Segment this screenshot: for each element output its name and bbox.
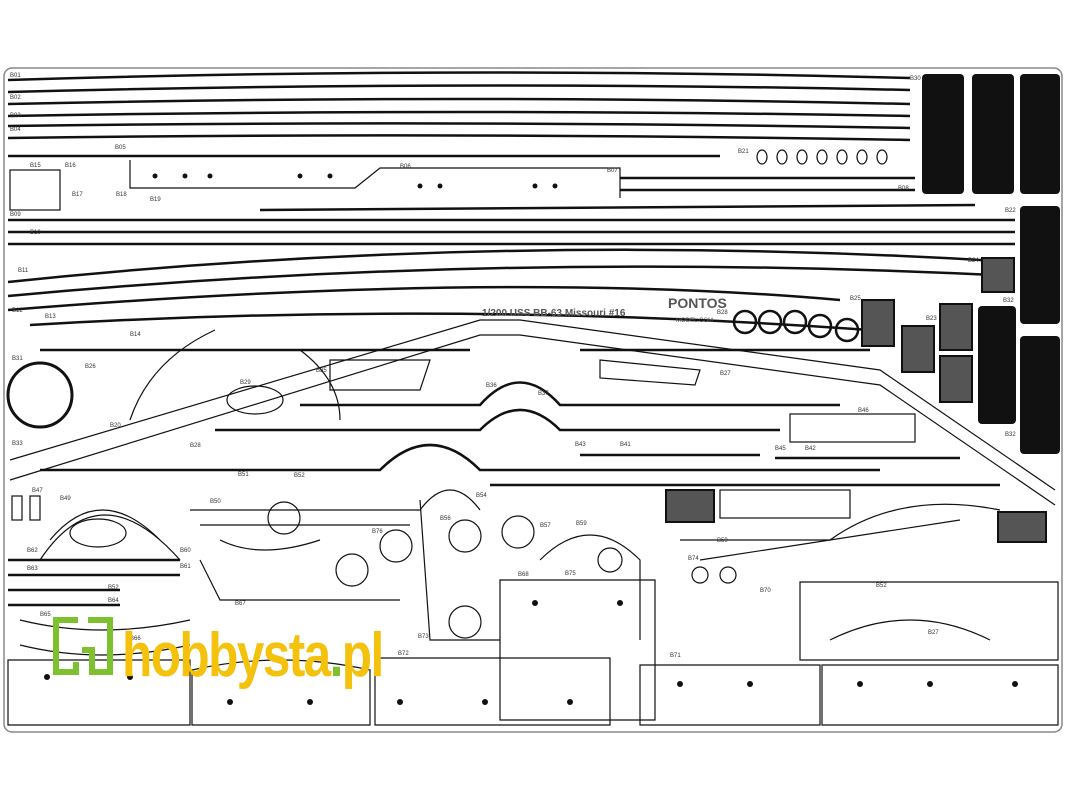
part-label: B32 (1003, 298, 1014, 304)
part-label: B61 (180, 564, 191, 570)
part-label: B45 (775, 446, 786, 452)
part-label: B16 (65, 163, 76, 169)
part-label: B52 (294, 473, 305, 479)
part-label: B18 (116, 192, 127, 198)
top-rails (7, 71, 1056, 506)
part-label: B09 (10, 212, 21, 218)
part-label: B64 (108, 598, 119, 604)
part-label: B31 (12, 356, 23, 362)
part-label: B42 (805, 446, 816, 452)
part-label: B75 (565, 571, 576, 577)
part-label: B11 (18, 268, 29, 274)
sheet-title: 1/200 USS BB-63 Missouri #16 (482, 308, 626, 319)
part-label: B12 (12, 308, 23, 314)
watermark-text: hobbysta (122, 620, 332, 690)
part-label: B47 (32, 488, 43, 494)
part-label: B29 (240, 380, 251, 386)
part-label: B02 (10, 95, 21, 101)
part-label: B59 (576, 521, 587, 527)
watermark: hobbysta.pl (53, 617, 384, 690)
part-label: B17 (72, 192, 83, 198)
watermark-dot: . (330, 620, 342, 690)
part-label: B26 (85, 364, 96, 370)
part-label: B27 (928, 630, 939, 636)
part-label: B27 (720, 371, 731, 377)
brand-logo: PONTOS (668, 295, 727, 311)
part-label: B36 (486, 383, 497, 389)
part-label: B19 (150, 197, 161, 203)
bottom-plates (7, 173, 1059, 726)
part-label: B13 (45, 314, 56, 320)
part-label: B01 (10, 73, 21, 79)
part-label: B03 (10, 113, 21, 119)
watermark-tld: pl (342, 620, 383, 690)
part-label: B67 (235, 601, 246, 607)
brand-sub: MODEL.COM (676, 318, 713, 324)
part-label: B51 (238, 472, 249, 478)
part-label: B20 (110, 423, 121, 429)
part-label: B57 (540, 523, 551, 529)
part-label: B60 (180, 548, 191, 554)
part-label: B28 (190, 443, 201, 449)
part-label: B59 (717, 538, 728, 544)
part-label: B76 (372, 529, 383, 535)
part-label: B32 (1005, 432, 1016, 438)
solid-plates (665, 74, 1060, 543)
part-label: B50 (210, 499, 221, 505)
part-label: B30 (910, 76, 921, 82)
part-label: B73 (418, 634, 429, 640)
part-label: B41 (620, 442, 631, 448)
part-label: B62 (27, 548, 38, 554)
part-label: B21 (738, 149, 749, 155)
part-label: B70 (760, 588, 771, 594)
part-label: B66 (130, 636, 141, 642)
part-label: B56 (440, 516, 451, 522)
part-label: B49 (60, 496, 71, 502)
part-label: B65 (40, 612, 51, 618)
part-label: B28 (717, 310, 728, 316)
part-label: B37 (538, 391, 549, 397)
part-label: B68 (518, 572, 529, 578)
rings (6, 149, 888, 639)
part-label: B22 (1005, 208, 1016, 214)
part-label: B46 (858, 408, 869, 414)
part-label: B08 (898, 186, 909, 192)
part-label: B15 (30, 163, 41, 169)
part-label: B74 (688, 556, 699, 562)
fret-frame (3, 67, 1063, 733)
part-label: B43 (575, 442, 586, 448)
part-label: B71 (670, 653, 681, 659)
watermark-line: hobbysta.pl (122, 620, 383, 690)
part-label: B04 (10, 127, 21, 133)
part-label: B52 (108, 585, 119, 591)
part-label: B33 (12, 441, 23, 447)
part-label: B25 (850, 296, 861, 302)
part-label: B24 (968, 258, 979, 264)
part-label: B52 (876, 583, 887, 589)
part-labels: B01 B02 B03 B04 B05 B06 B07 B08 B09 B10 … (10, 73, 1016, 659)
part-label: B23 (926, 316, 937, 322)
part-label: B35 (316, 368, 327, 374)
part-label: B06 (400, 164, 411, 170)
part-label: B14 (130, 332, 141, 338)
part-label: B63 (27, 566, 38, 572)
part-label: B72 (398, 651, 409, 657)
middle-rails (8, 329, 1001, 656)
part-label: B07 (607, 168, 618, 174)
bracket-logo-icon (53, 617, 113, 675)
part-label: B05 (115, 145, 126, 151)
part-label: B10 (30, 230, 41, 236)
part-label: B54 (476, 493, 487, 499)
